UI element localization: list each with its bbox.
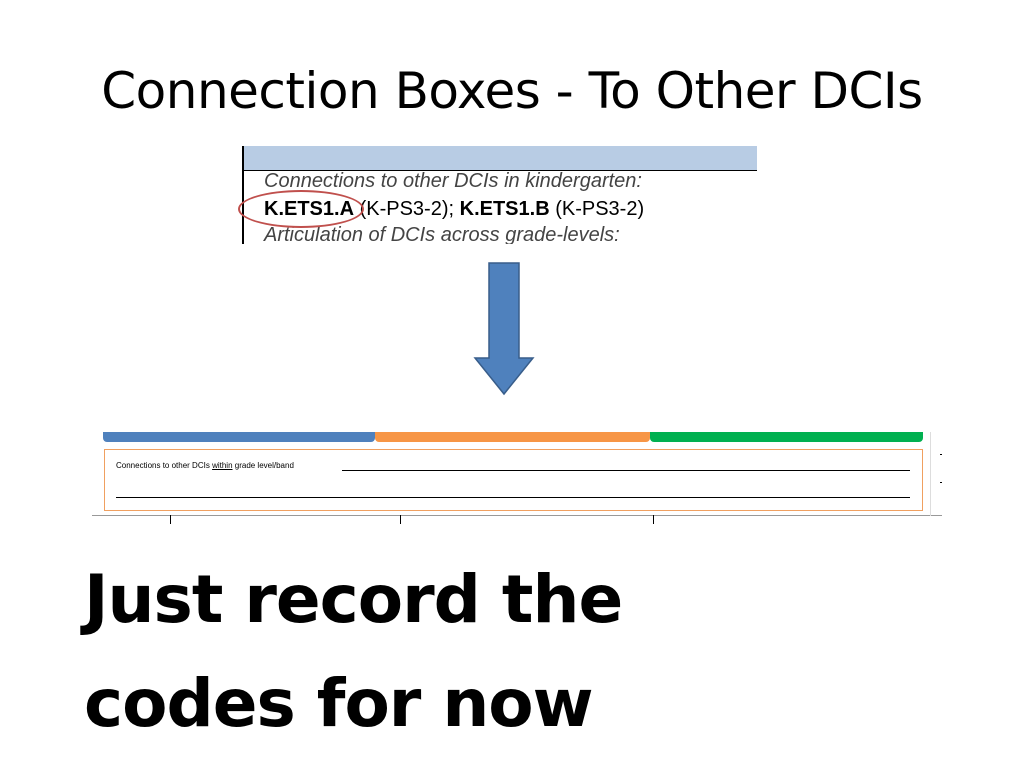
label-prefix: Connections to other DCIs <box>116 461 210 470</box>
code-ets1b: K.ETS1.B <box>459 198 550 220</box>
highlight-circle <box>238 190 364 228</box>
label-suffix: grade level/band <box>234 461 294 470</box>
side-column <box>930 432 942 516</box>
cell-border <box>653 515 654 524</box>
cell-border <box>170 515 171 524</box>
standards-excerpt-top: Connections to other DCIs in kindergarte… <box>222 146 757 244</box>
green-bar <box>650 432 923 442</box>
row-separator <box>92 515 942 516</box>
side-dash <box>940 454 942 455</box>
header-band <box>244 146 757 171</box>
blue-bar <box>103 432 375 442</box>
caption-line-1: Just record the <box>84 561 623 638</box>
connections-box <box>104 449 923 511</box>
caption-line-2: codes for now <box>84 665 594 742</box>
connections-label: Connections to other DCIs within grade l… <box>116 461 294 470</box>
cell-border <box>400 515 401 524</box>
articulation-heading: Articulation of DCIs across grade-levels… <box>264 224 620 244</box>
connections-heading: Connections to other DCIs in kindergarte… <box>264 170 642 192</box>
ref-2: (K-PS3-2) <box>555 198 645 220</box>
answer-line-2 <box>116 497 910 498</box>
worksheet-excerpt-bottom: Connections to other DCIs within grade l… <box>92 432 942 524</box>
slide-caption: Just record the codes for now <box>84 548 623 756</box>
label-within: within <box>212 461 233 470</box>
side-dash <box>940 482 942 483</box>
slide-title: Connection Boxes - To Other DCIs <box>101 62 923 120</box>
table-border <box>242 146 244 244</box>
down-arrow-icon <box>473 262 535 396</box>
ref-1: (K-PS3-2); <box>359 198 455 220</box>
answer-line-1 <box>342 470 910 471</box>
orange-bar <box>375 432 650 442</box>
